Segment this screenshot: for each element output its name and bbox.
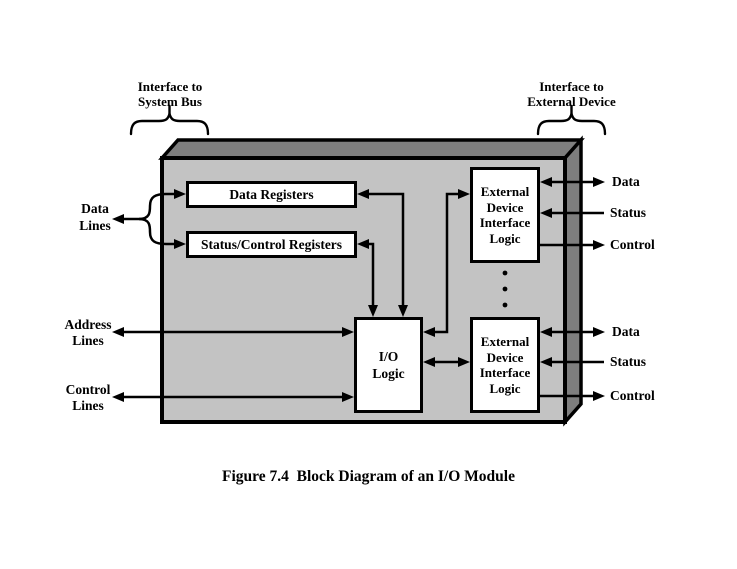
arrow-status-registers-right [357,239,369,249]
io-logic-block: I/O Logic [354,317,423,413]
arrow-control-right [342,392,354,402]
arrow-address-right [342,327,354,337]
data-registers-io-connector [368,192,405,306]
control-lines-label: Control Lines [65,382,111,413]
io-edil-top-connector [434,192,458,334]
system-bus-brace [129,109,210,136]
arrow-address-left [112,327,124,337]
data-lines-branch-lower [138,217,176,246]
arrow-bottom-data-in [540,327,552,337]
arrow-top-status-in [540,208,552,218]
bottom-control-signal-label: Control [610,388,655,403]
arrow-io-top-right [398,305,408,317]
external-device-interface-logic-top-block: External Device Interface Logic [470,167,540,263]
top-control-signal-label: Control [610,237,655,252]
arrow-data-lines-left [112,214,124,224]
data-lines-label: Data Lines [79,201,111,233]
external-device-brace [536,109,607,136]
status-registers-io-connector [368,242,375,306]
arrow-into-edil-bottom [458,357,470,367]
data-registers-block: Data Registers [186,181,357,208]
figure-caption: Figure 7.4 Block Diagram of an I/O Modul… [222,468,515,485]
ellipsis-dots [502,270,508,308]
arrow-bottom-data-out [593,327,605,337]
arrow-into-io-right-upper [423,327,435,337]
arrow-io-top-left [368,305,378,317]
status-control-registers-block: Status/Control Registers [186,231,357,258]
interface-to-external-device-label: Interface to External Device [527,79,616,109]
arrow-top-data-out [593,177,605,187]
arrow-bottom-control-out [593,391,605,401]
interface-to-system-bus-label: Interface to System Bus [137,79,203,109]
address-lines-label: Address Lines [64,317,112,348]
arrow-data-registers-right [357,189,369,199]
top-data-signal-label: Data [612,174,640,189]
top-status-signal-label: Status [610,205,647,220]
arrow-control-left [112,392,124,402]
arrow-top-data-in [540,177,552,187]
arrow-into-edil-top [458,189,470,199]
bottom-status-signal-label: Status [610,354,647,369]
data-lines-branch-upper [138,192,176,221]
arrow-top-control-out [593,240,605,250]
arrow-into-status-registers [174,239,186,249]
bottom-data-signal-label: Data [612,324,640,339]
arrow-into-data-registers [174,189,186,199]
external-device-interface-logic-bottom-block: External Device Interface Logic [470,317,540,413]
arrow-into-io-right-lower [423,357,435,367]
arrow-bottom-status-in [540,357,552,367]
module-top-face [158,138,585,160]
